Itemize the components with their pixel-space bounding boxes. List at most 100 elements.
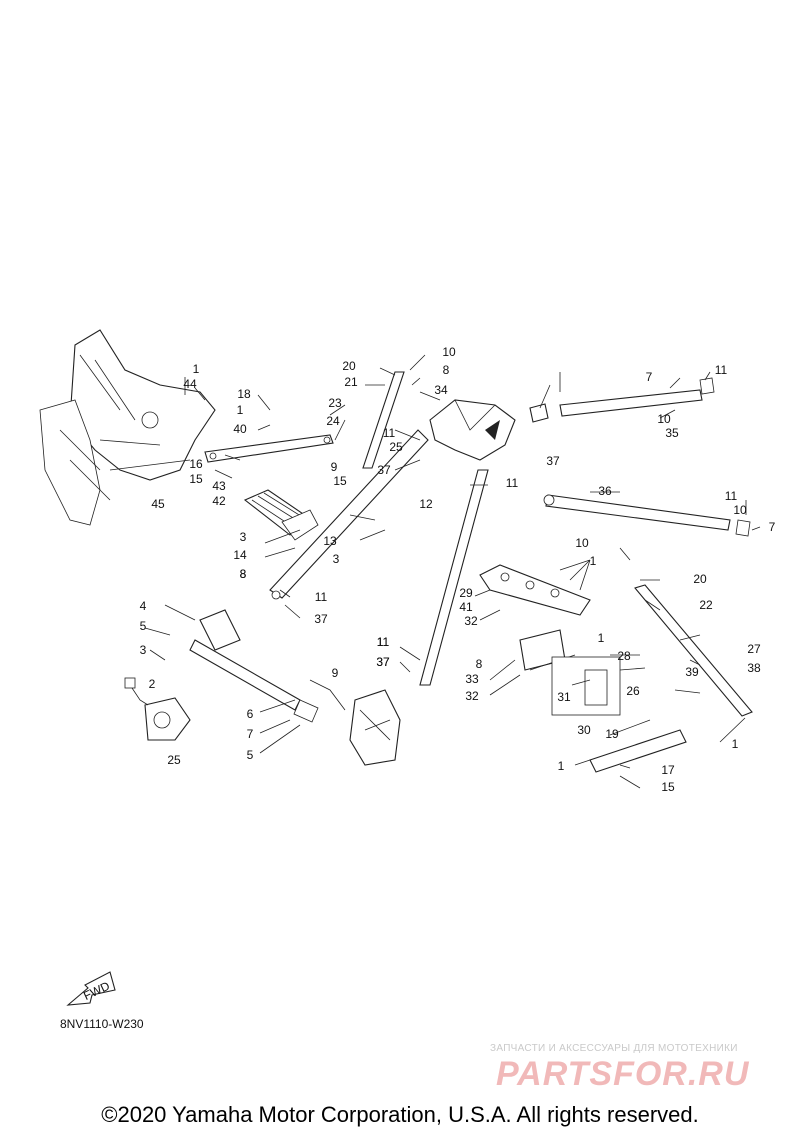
callout-number: 1	[598, 631, 605, 645]
callout-number: 16	[189, 457, 203, 471]
callout-number: 32	[464, 614, 478, 628]
callout-number: 45	[151, 497, 165, 511]
callout-number: 22	[699, 598, 713, 612]
callout-number: 8	[240, 567, 247, 581]
callout-number: 37	[377, 463, 391, 477]
callout-number: 36	[598, 484, 612, 498]
upper-left-brace	[204, 434, 334, 463]
callout-number: 5	[140, 619, 147, 633]
module-14	[243, 489, 319, 541]
callout-number: 7	[646, 370, 653, 384]
callout-number: 7	[247, 727, 254, 741]
callout-number: 42	[212, 494, 226, 508]
callout-number: 8	[476, 657, 483, 671]
callout-number: 1	[590, 554, 597, 568]
actuator-2	[124, 677, 191, 741]
callout-number: 18	[237, 387, 251, 401]
callout-number: 9	[331, 460, 338, 474]
tube-12	[269, 429, 429, 600]
callout-number: 5	[247, 748, 254, 762]
callout-number: 30	[577, 723, 591, 737]
callout-number: 10	[442, 345, 456, 359]
callout-number: 8	[240, 567, 247, 581]
callout-number: 17	[661, 763, 675, 777]
callout-number: 10	[733, 503, 747, 517]
callout-number: 15	[661, 780, 675, 794]
tube-36	[543, 494, 751, 537]
callout-number: 7	[769, 520, 776, 534]
upper-right-tube	[529, 377, 715, 423]
tube-center	[419, 469, 489, 686]
fwd-arrow: FWD	[66, 971, 116, 1006]
leader-lines	[144, 354, 761, 789]
lower-left-tube	[189, 609, 319, 723]
callout-number: 11	[383, 426, 396, 440]
callout-number: 35	[665, 426, 679, 440]
diagram-code: 8NV1110-W230	[60, 1017, 144, 1031]
callout-number: 37	[546, 454, 560, 468]
rod-22	[634, 584, 753, 717]
callout-number: 10	[575, 536, 589, 550]
callout-number: 23	[328, 396, 342, 410]
callout-number: 20	[693, 572, 707, 586]
callout-number: 44	[183, 377, 197, 391]
callout-number: 11	[725, 489, 738, 503]
callout-labels: 1 44 18 1 40 16 15 43 42 45 20 21 23 24 …	[140, 345, 776, 794]
rod-21	[362, 371, 405, 469]
callout-number: 3	[240, 530, 247, 544]
callout-number: 24	[326, 414, 340, 428]
bracket-17	[589, 729, 687, 773]
callout-number: 25	[167, 753, 181, 767]
callout-number: 1	[558, 759, 565, 773]
callout-number: 39	[685, 665, 699, 679]
group-30-box	[551, 656, 621, 716]
callout-number: 8	[443, 363, 450, 377]
callout-number: 6	[247, 707, 254, 721]
callout-number: 13	[323, 534, 337, 548]
callout-number: 26	[626, 684, 640, 698]
callout-number: 4	[140, 599, 147, 613]
callout-number: 2	[149, 677, 156, 691]
callout-number: 12	[419, 497, 433, 511]
callout-number: 20	[342, 359, 356, 373]
callout-number: 32	[465, 689, 479, 703]
callout-number: 27	[747, 642, 761, 656]
callout-number: 15	[189, 472, 203, 486]
copyright-text: ©2020 Yamaha Motor Corporation, U.S.A. A…	[101, 1102, 699, 1127]
callout-number: 1	[732, 737, 739, 751]
front-panel-assembly	[39, 329, 216, 526]
callout-number: 37	[376, 655, 390, 669]
callout-number: 1	[237, 403, 244, 417]
callout-number: 43	[212, 479, 226, 493]
callout-number: 10	[657, 412, 671, 426]
clamp-34	[429, 399, 516, 461]
callout-number: 14	[233, 548, 247, 562]
callout-number: 11	[506, 476, 519, 490]
callout-number: 33	[465, 672, 479, 686]
lower-center-bracket	[349, 689, 401, 766]
callout-number: 37	[314, 612, 328, 626]
bracket-29	[479, 564, 591, 671]
callout-number: 9	[332, 666, 339, 680]
callout-number: 21	[344, 375, 358, 389]
callout-number: 3	[333, 552, 340, 566]
callout-number: 40	[233, 422, 247, 436]
callout-number: 3	[140, 643, 147, 657]
callout-number: 11	[377, 635, 390, 649]
callout-number: 19	[605, 727, 619, 741]
callout-number: 41	[459, 600, 473, 614]
watermark-logo: PARTSFOR.RU	[496, 1055, 750, 1093]
callout-number: 34	[434, 383, 448, 397]
callout-number: 11	[377, 635, 390, 649]
callout-number: 15	[333, 474, 347, 488]
callout-number: 11	[715, 363, 728, 377]
callout-number: 1	[193, 362, 200, 376]
callout-number: 28	[617, 649, 631, 663]
callout-number: 29	[459, 586, 473, 600]
svg-text:FWD: FWD	[81, 979, 112, 1003]
callout-number: 38	[747, 661, 761, 675]
callout-number: 11	[315, 590, 328, 604]
callout-number: 31	[557, 690, 571, 704]
callout-number: 37	[376, 655, 390, 669]
